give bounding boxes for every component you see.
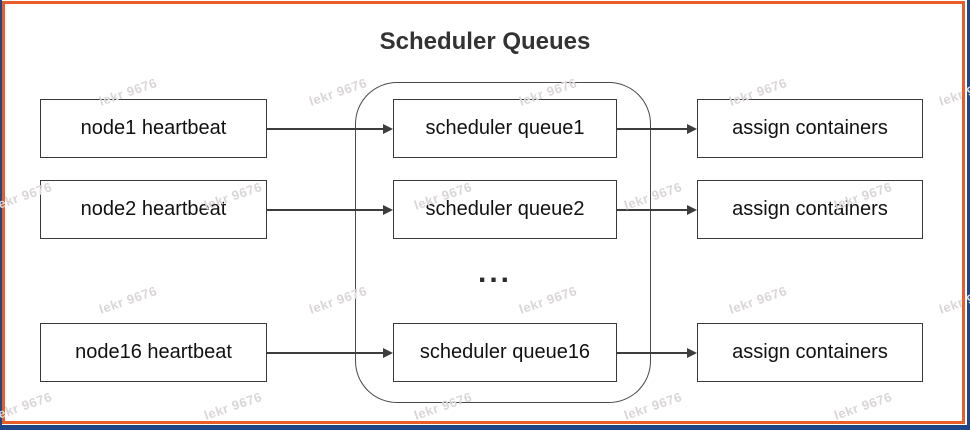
more-queues-ellipsis: ... [477, 256, 512, 289]
watermark-text: lekr 9676 [937, 283, 970, 317]
arrow-queue1-to-assign [617, 123, 697, 134]
watermark-text: lekr 9676 [727, 283, 789, 317]
diagram-title: Scheduler Queues [379, 28, 591, 55]
watermark-text: lekr 9676 [937, 75, 970, 109]
scheduler-queue2-box: scheduler queue2 [393, 180, 617, 239]
scheduler-queues-container [355, 82, 651, 403]
assign-containers-box-1: assign containers [697, 99, 923, 158]
arrow-queue2-to-assign [617, 204, 697, 215]
scheduler-queue16-box: scheduler queue16 [393, 323, 617, 382]
arrow-node16-to-queue16 [267, 347, 393, 358]
arrow-node2-to-queue2 [267, 204, 393, 215]
arrow-queue16-to-assign [617, 347, 697, 358]
watermark-text: lekr 9676 [202, 389, 264, 423]
assign-containers-box-3: assign containers [697, 323, 923, 382]
assign-containers-box-2: assign containers [697, 180, 923, 239]
node16-heartbeat-box: node16 heartbeat [40, 323, 267, 382]
window-edge-left [0, 0, 2, 430]
watermark-text: lekr 9676 [97, 283, 159, 317]
window-edge-bottom [0, 425, 970, 430]
arrow-node1-to-queue1 [267, 123, 393, 134]
watermark-text: lekr 9676 [0, 389, 54, 423]
window-edge-right [967, 0, 970, 430]
watermark-text: lekr 9676 [832, 389, 894, 423]
node2-heartbeat-box: node2 heartbeat [40, 180, 267, 239]
scheduler-queue1-box: scheduler queue1 [393, 99, 617, 158]
node1-heartbeat-box: node1 heartbeat [40, 99, 267, 158]
